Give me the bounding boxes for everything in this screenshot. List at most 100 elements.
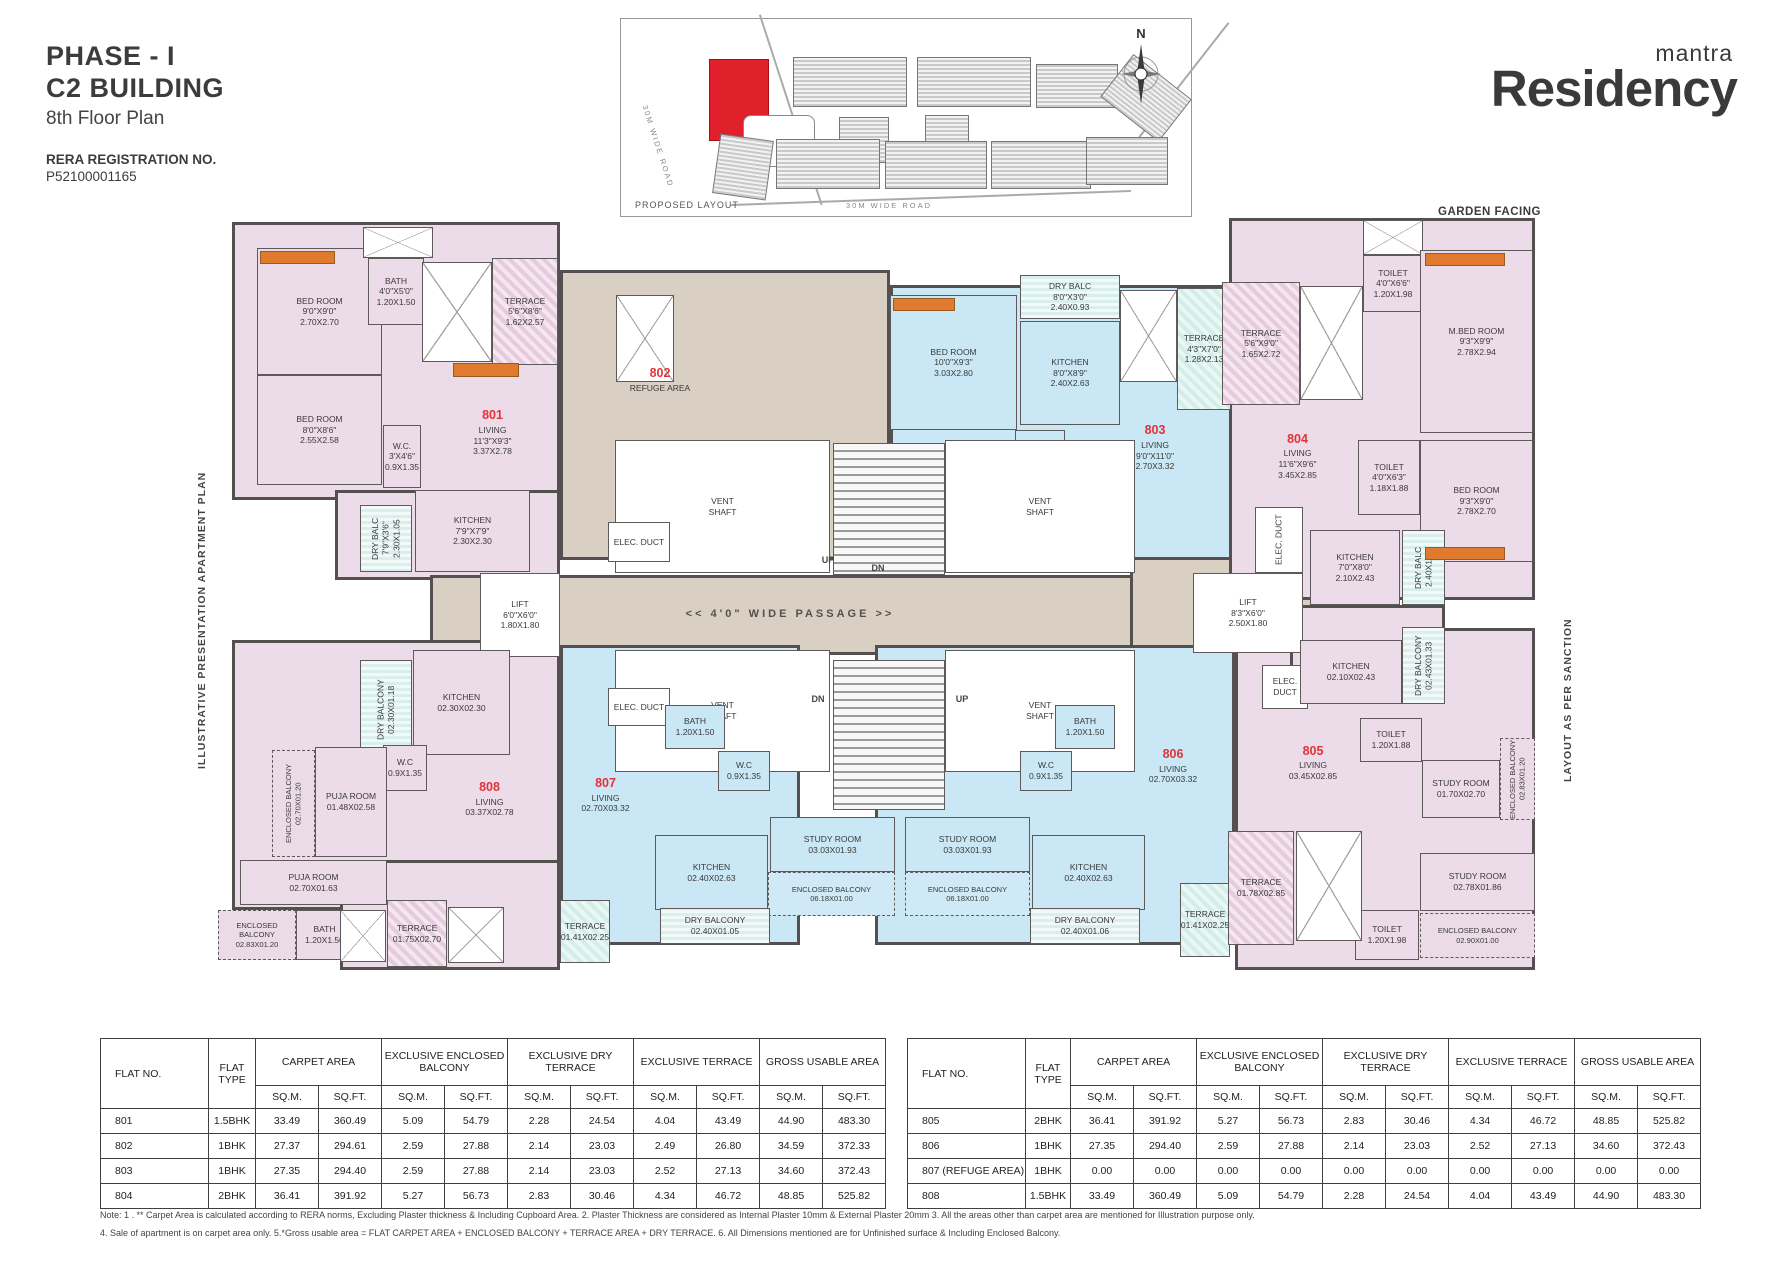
compass-north-label: N [1136, 26, 1146, 41]
col-flat-no: FLAT NO. [100, 1038, 209, 1109]
col-group: GROSS USABLE AREA [1574, 1038, 1702, 1086]
col-unit: SQ.M. [1070, 1085, 1134, 1109]
col-unit: SQ.M. [1196, 1085, 1260, 1109]
tag-dn-top: DN [871, 563, 885, 574]
col-group: EXCLUSIVE TERRACE [633, 1038, 761, 1086]
brand-name-residency: Residency [1490, 60, 1738, 117]
rera-label: RERA REGISTRATION NO. [46, 151, 217, 167]
col-unit: SQ.M. [759, 1085, 824, 1109]
col-unit: SQ.M. [1448, 1085, 1513, 1109]
sofa [453, 363, 519, 377]
col-unit: SQ.M. [381, 1085, 445, 1109]
compass-rose-icon [1121, 44, 1161, 104]
site-map: 30M WIDE ROAD 30M WIDE ROAD ROAD PROPOSE… [620, 14, 1229, 217]
flat-label-807-number: 807 [595, 776, 616, 791]
col-group: EXCLUSIVE TERRACE [1448, 1038, 1576, 1086]
col-unit: SQ.FT. [1637, 1085, 1702, 1109]
col-unit: SQ.FT. [443, 1085, 509, 1109]
building [917, 57, 1031, 107]
flat-label-801-number: 801 [482, 408, 503, 423]
title-block: PHASE - I C2 BUILDING 8th Floor Plan RER… [46, 40, 224, 184]
col-group: CARPET AREA [1070, 1038, 1197, 1086]
col-unit: SQ.M. [255, 1085, 319, 1109]
col-unit: SQ.FT. [1258, 1085, 1324, 1109]
building [1086, 137, 1168, 185]
col-unit: SQ.FT. [696, 1085, 761, 1109]
building [991, 141, 1091, 189]
flat-label-804-number: 804 [1287, 431, 1308, 446]
footnote-line-2: 4. Sale of apartment is on carpet area o… [100, 1228, 1061, 1238]
flat-label-806-number: 806 [1162, 747, 1184, 762]
passage-label: << 4'0" WIDE PASSAGE >> [685, 608, 895, 621]
col-unit: SQ.FT. [822, 1085, 887, 1109]
duct-804 [1363, 220, 1423, 255]
sitemap-caption: PROPOSED LAYOUT [635, 200, 739, 210]
col-unit: SQ.FT. [1385, 1085, 1450, 1109]
stairs-bottom [833, 660, 945, 810]
tag-up-bottom: UP [955, 694, 969, 705]
chowk-804 [1300, 286, 1363, 400]
col-group: EXCLUSIVE ENCLOSED BALCONY [380, 1038, 509, 1086]
brand-logo: mantra Residency [1490, 40, 1738, 118]
tag-up-top: UP [821, 555, 835, 566]
flat-label-805-number: 805 [1302, 743, 1324, 758]
col-unit: SQ.FT. [1133, 1085, 1197, 1109]
wardrobe [260, 251, 335, 264]
col-unit: SQ.FT. [570, 1085, 635, 1109]
col-unit: SQ.M. [633, 1085, 698, 1109]
chowk-801 [422, 262, 492, 362]
building [776, 139, 880, 189]
flat-label-802-number: 802 [649, 366, 671, 381]
wardrobe [1425, 547, 1505, 560]
col-unit: SQ.FT. [318, 1085, 382, 1109]
tag-dn-bottom: DN [811, 694, 825, 705]
left-side-note: ILLUSTRATIVE PRESENTATION APARTMENT PLAN [196, 471, 208, 769]
building [1036, 64, 1118, 108]
col-flat-type: FLAT TYPE [208, 1038, 256, 1109]
rera-number: P52100001165 [46, 168, 137, 184]
building [885, 141, 987, 189]
col-group: CARPET AREA [255, 1038, 382, 1086]
